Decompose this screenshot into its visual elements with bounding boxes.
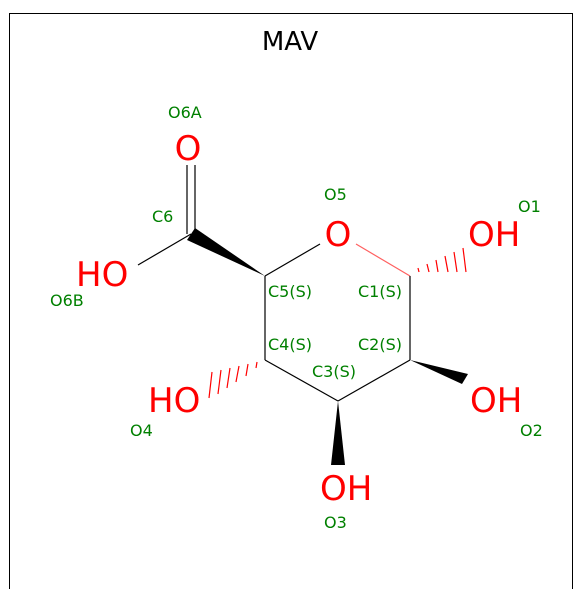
diagram-frame <box>9 13 573 589</box>
label-o4: O4 <box>130 421 153 440</box>
label-c3: C3(S) <box>312 362 356 381</box>
wedge-c5-c6 <box>187 228 265 276</box>
label-c5: C5(S) <box>268 282 312 301</box>
atom-o2: OH <box>470 381 522 421</box>
atom-o5: O <box>325 215 352 255</box>
label-c1: C1(S) <box>358 282 402 301</box>
bond-c2-c3 <box>337 359 411 402</box>
label-o5: O5 <box>324 185 347 204</box>
bond-c6-o6b <box>137 233 192 266</box>
atom-o3: OH <box>320 469 372 509</box>
atom-o6b: HO <box>76 255 128 295</box>
hash-bond-c4-o4 <box>208 361 258 399</box>
atom-o1: OH <box>468 215 520 255</box>
label-o6a: O6A <box>168 103 202 122</box>
label-o3: O3 <box>324 513 347 532</box>
atom-o4: HO <box>148 381 200 421</box>
label-c2: C2(S) <box>358 335 402 354</box>
label-o6b: O6B <box>50 291 84 310</box>
bond-o5-c1 <box>355 243 411 277</box>
bond-c5-o5 <box>264 243 321 277</box>
hash-bond-c1-o1 <box>417 247 467 273</box>
diagram-title: MAV <box>262 27 319 57</box>
label-c4: C4(S) <box>268 335 312 354</box>
carboxyl-bonds <box>137 165 196 266</box>
label-o1: O1 <box>518 197 541 216</box>
label-c6: C6 <box>152 207 173 226</box>
wedge-bonds <box>187 228 468 465</box>
wedge-c3-o3 <box>331 401 345 465</box>
ring-bonds <box>264 243 411 402</box>
label-o2: O2 <box>520 421 543 440</box>
bond-c3-c4 <box>264 359 339 402</box>
atom-o6a: O <box>175 129 202 169</box>
wedge-c2-o2 <box>410 360 468 384</box>
